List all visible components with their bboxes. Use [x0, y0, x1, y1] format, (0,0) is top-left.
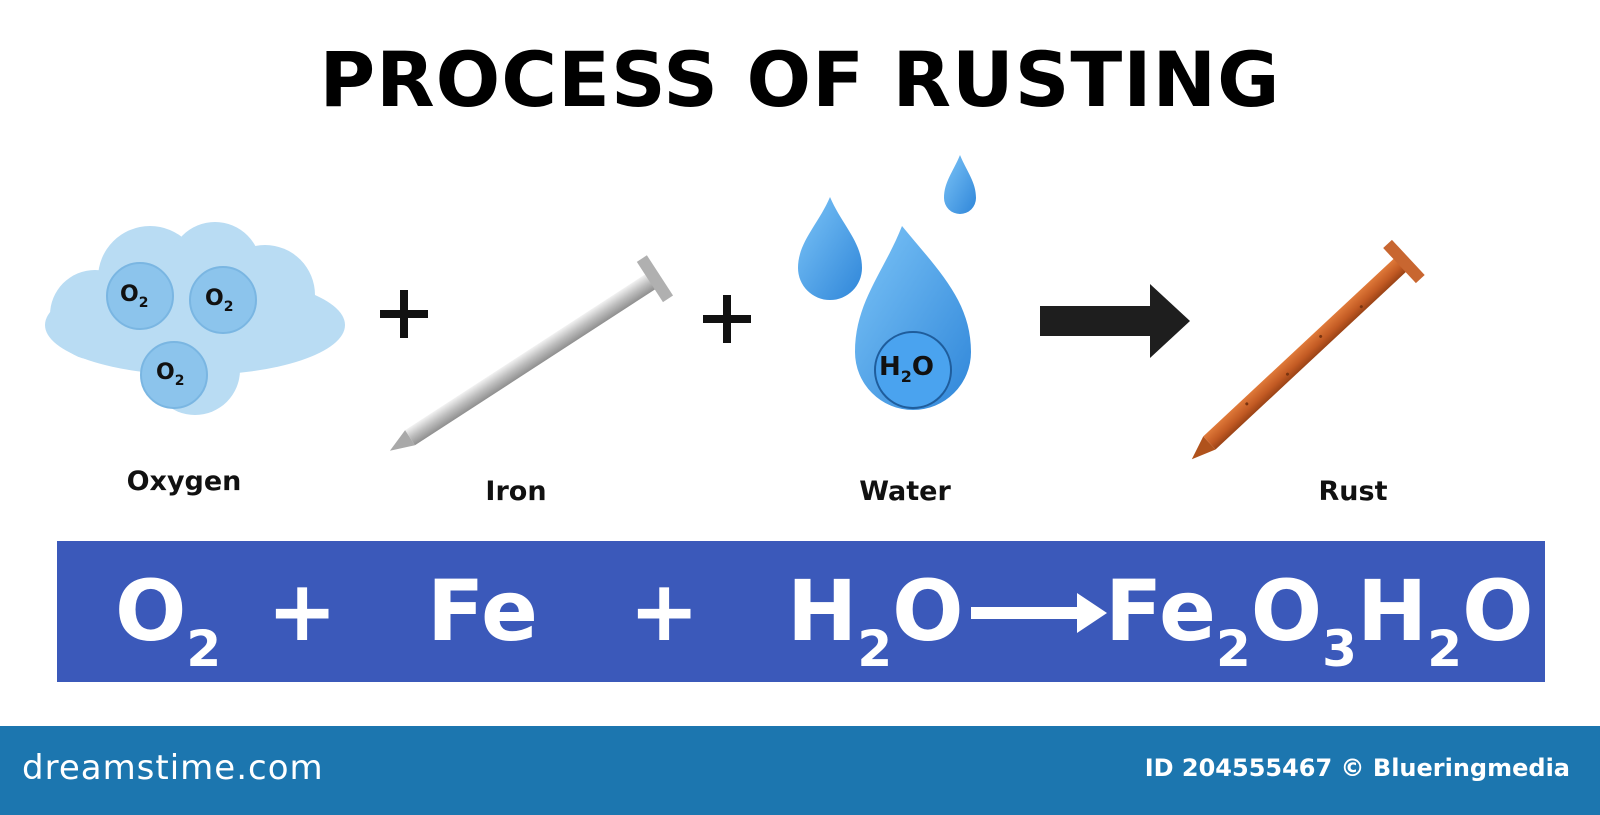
eq-arrow-icon [971, 593, 1107, 633]
eq-iron: Fe [427, 562, 538, 660]
page-title: PROCESS OF RUSTING [319, 35, 1281, 124]
equation-bar: O2 + Fe + H2O Fe2O3H2O [57, 541, 1545, 682]
iron-label: Iron [485, 476, 547, 507]
footer-image-id: ID 204555467 © Blueringmedia [1144, 754, 1570, 782]
reaction-arrow-icon [1040, 284, 1190, 358]
oxygen-molecule-2: O2 [205, 286, 234, 315]
iron-nail-icon [389, 255, 674, 451]
rust-label: Rust [1318, 476, 1388, 507]
water-drops-icon [798, 155, 976, 410]
oxygen-molecule-1: O2 [120, 282, 149, 311]
eq-water: H2O [787, 562, 964, 678]
water-label: Water [859, 476, 951, 507]
footer-logo[interactable]: dreamstime.com [22, 748, 324, 788]
eq-oxygen: O2 [115, 562, 222, 678]
rust-nail-icon [1191, 239, 1425, 460]
oxygen-label: Oxygen [126, 466, 242, 497]
oxygen-cloud-icon [45, 222, 345, 415]
water-molecule: H2O [879, 352, 935, 386]
oxygen-molecule-3: O2 [156, 360, 185, 389]
eq-plus-2: + [629, 562, 700, 660]
plus-icon-1 [380, 290, 428, 338]
footer-bar: dreamstime.com ID 204555467 © Blueringme… [0, 726, 1600, 815]
plus-icon-2 [703, 295, 751, 343]
eq-plus-1: + [267, 562, 338, 660]
eq-product: Fe2O3H2O [1105, 562, 1534, 678]
